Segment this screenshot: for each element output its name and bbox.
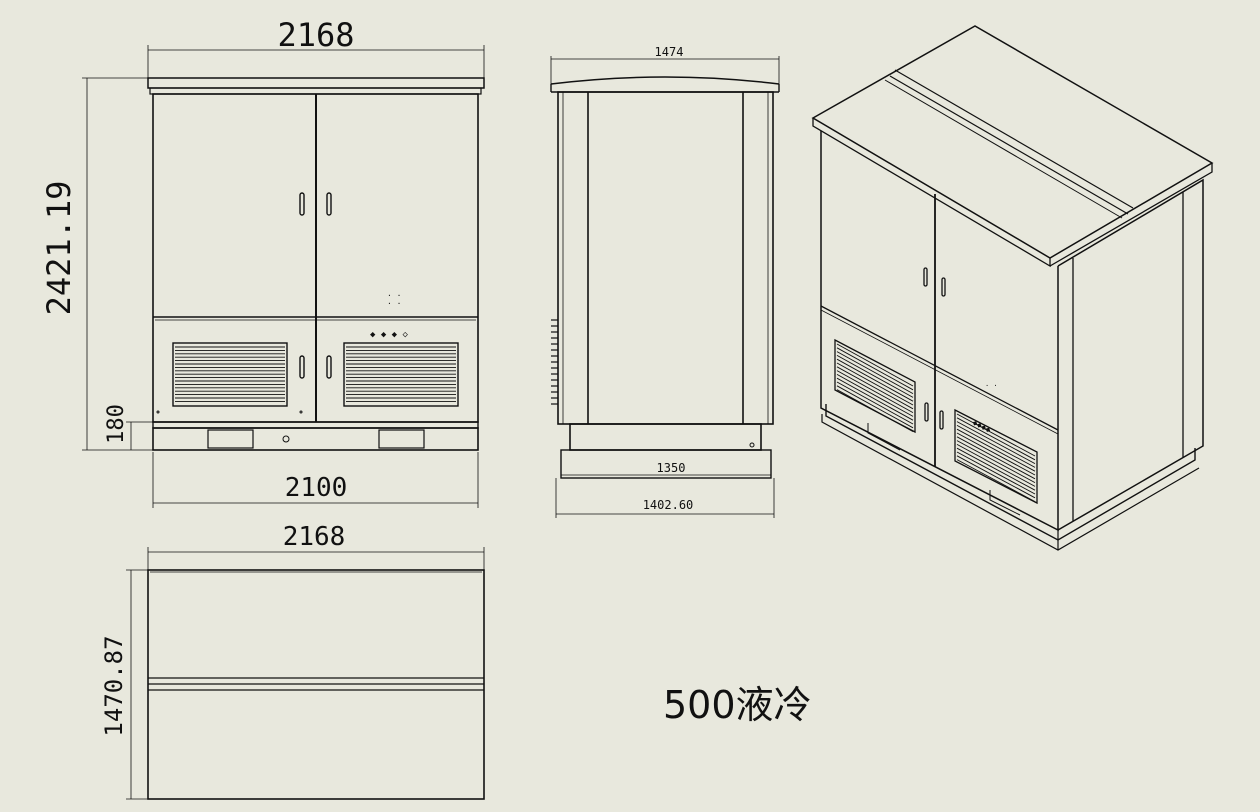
top-depth-dimension: 1470.87 [100,635,128,736]
front-view: · · · · ◆ ◆ ◆ ◇ 2168 2421.19 180 [40,16,485,508]
side-view: 1474 1350 1402.60 [550,45,780,518]
base-width-dimension: 2100 [285,473,348,503]
base-height-dimension: 180 [104,404,129,444]
front-louvre-left [175,346,285,402]
side-base-inner-dimension: 1350 [657,461,686,475]
iso-louvre-left [836,343,914,432]
side-base-outer-dimension: 1402.60 [643,498,694,512]
svg-text:· ·: · · [387,291,401,300]
top-view: 2168 1470.87 [100,522,485,800]
side-top-width-dimension: 1474 [655,45,684,59]
front-louvre-right [346,346,456,402]
svg-text:◆ ◆ ◆ ◇: ◆ ◆ ◆ ◇ [370,330,409,340]
top-width-dimension: 2168 [283,522,346,552]
iso-louvre-right [956,413,1036,502]
drawing-title: 500液冷 [663,683,812,727]
side-hinge-marks [551,319,558,405]
isometric-view: ◆◆◆◆ · · [811,25,1214,551]
svg-text:· ·: · · [387,299,401,308]
front-width-dimension: 2168 [277,16,354,54]
svg-text:◆◆◆◆: ◆◆◆◆ [971,418,992,435]
svg-text:· ·: · · [985,382,998,390]
front-height-dimension: 2421.19 [40,181,78,316]
